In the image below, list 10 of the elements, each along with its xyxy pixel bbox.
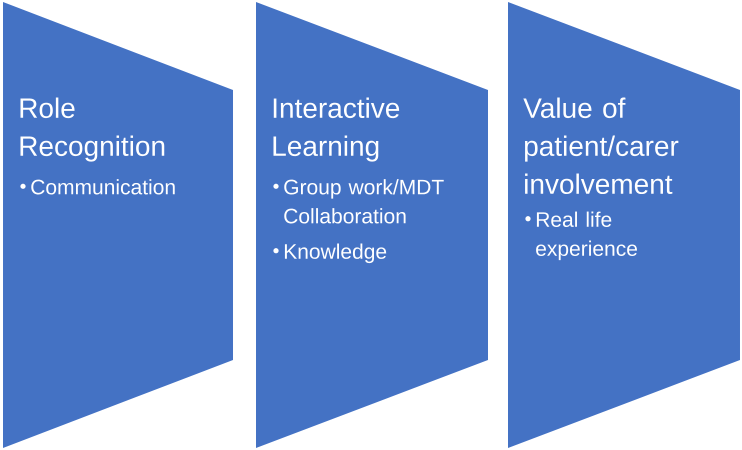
- heading: Role Recognition: [20, 98, 164, 162]
- chevron-box: [508, 2, 740, 448]
- bullet-item: Knowledge: [284, 244, 386, 264]
- chevron-box: [3, 2, 233, 448]
- heading: Value of patient/carer involvement: [523, 98, 678, 194]
- bullet-item: Communication: [31, 179, 175, 194]
- chevron-box: [256, 2, 488, 448]
- heading: Interactive Learning: [274, 98, 400, 162]
- bullet-item: Group work/MDT Collaboration: [284, 179, 444, 224]
- bullet-item: Real life experience: [536, 212, 637, 260]
